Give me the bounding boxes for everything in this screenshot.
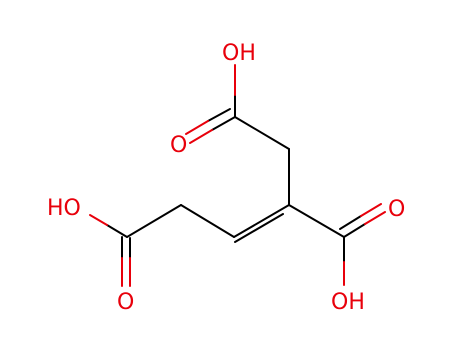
bond-c-o-right-a-red — [364, 211, 386, 225]
bond-c-ch2 — [234, 116, 290, 150]
atom-label-oh-right: OH — [331, 290, 365, 315]
bond-c-oh-left-red — [89, 214, 108, 226]
atom-label-ho-left: HO — [47, 196, 81, 221]
bond-c-oh-left — [106, 224, 128, 238]
bond-c-o-right-b — [339, 215, 362, 230]
double-bond-cc — [233, 204, 290, 243]
atom-label-o-left: O — [117, 290, 134, 315]
carboxyl-group-top — [185, 64, 290, 150]
bond-c-central-ch — [233, 204, 290, 238]
bond-ch2-c-left — [126, 204, 182, 238]
atom-label-o-top: O — [170, 133, 187, 158]
bond-c-o-right-b-red — [360, 203, 382, 217]
atom-label-o-right: O — [388, 197, 405, 222]
bond-c-o-top-b — [207, 108, 231, 122]
bond-c-central-ch-inner — [234, 213, 284, 243]
carboxyl-group-right — [339, 203, 386, 286]
bond-c-o-top-a — [211, 116, 236, 131]
bond-c-central-c-right — [288, 204, 345, 238]
bond-ch-ch2 — [180, 204, 235, 238]
bond-c-o-top-b-red — [185, 120, 209, 135]
atom-label-oh-top: OH — [222, 41, 256, 66]
bond-c-o-top-a-red — [189, 129, 213, 144]
bond-c-o-right-a — [343, 223, 366, 238]
carboxyl-group-left — [89, 214, 131, 287]
